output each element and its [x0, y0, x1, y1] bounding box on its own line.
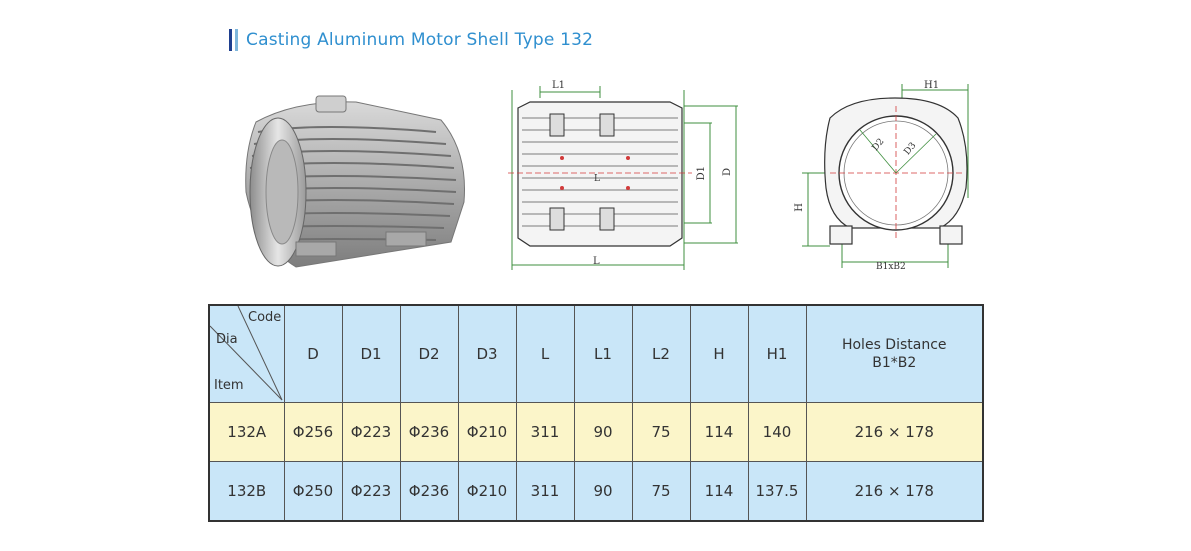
cell-l2: 75 — [631, 461, 691, 522]
dim-label-d: D — [722, 168, 733, 177]
header-l2: L2 — [631, 304, 691, 403]
dim-label-l: L — [593, 256, 600, 267]
row-item-cell: 132A — [208, 402, 285, 462]
header-d3: D3 — [457, 304, 517, 403]
header-holes-distance: Holes Distance B1*B2 — [805, 304, 984, 403]
cell-holes: 216 × 178 — [805, 461, 984, 522]
dim-label-b1xb2: B1xB2 — [876, 262, 906, 272]
side-view-drawing: L1 L D1 D L — [500, 78, 750, 278]
corner-label-dia: Dia — [216, 332, 238, 347]
cell-l: 311 — [515, 461, 575, 522]
cell-l1: 90 — [573, 402, 633, 462]
cell-h: 114 — [689, 402, 749, 462]
header-d1: D1 — [341, 304, 401, 403]
end-view-drawing: H1 D2 D3 H B1xB2 — [790, 78, 980, 278]
cell-d: Φ256 — [283, 402, 343, 462]
page-title: Casting Aluminum Motor Shell Type 132 — [246, 30, 594, 50]
cell-h1: 137.5 — [747, 461, 807, 522]
dim-label-l-center: L — [594, 174, 600, 184]
cell-l: 311 — [515, 402, 575, 462]
cell-d3: Φ210 — [457, 402, 517, 462]
cell-h1: 140 — [747, 402, 807, 462]
dim-label-d1: D1 — [696, 166, 707, 181]
cell-h: 114 — [689, 461, 749, 522]
corner-label-item: Item — [214, 378, 244, 393]
header-holes-line2: B1*B2 — [872, 355, 917, 371]
cell-l2: 75 — [631, 402, 691, 462]
table-header-row: Code Dia Item D D1 D2 D3 L L1 L2 H H1 Ho… — [208, 304, 984, 403]
table-row: 132A Φ256 Φ223 Φ236 Φ210 311 90 75 114 1… — [208, 402, 984, 462]
corner-header-cell: Code Dia Item — [208, 304, 285, 403]
cell-d2: Φ236 — [399, 402, 459, 462]
dim-label-h1: H1 — [924, 80, 940, 91]
header-h: H — [689, 304, 749, 403]
corner-label-code: Code — [248, 310, 282, 325]
title-accent-bar — [229, 29, 232, 51]
cell-d3: Φ210 — [457, 461, 517, 522]
dim-label-l1: L1 — [552, 80, 566, 91]
motor-shell-photo — [236, 92, 472, 274]
header-d2: D2 — [399, 304, 459, 403]
header-h1: H1 — [747, 304, 807, 403]
header-l1: L1 — [573, 304, 633, 403]
table-row: 132B Φ250 Φ223 Φ236 Φ210 311 90 75 114 1… — [208, 461, 984, 522]
dim-label-h: H — [794, 203, 805, 212]
cell-d2: Φ236 — [399, 461, 459, 522]
header-holes-line1: Holes Distance — [841, 337, 947, 353]
page-title-block: Casting Aluminum Motor Shell Type 132 — [229, 28, 593, 52]
header-d: D — [283, 304, 343, 403]
header-l: L — [515, 304, 575, 403]
title-accent-bar-light — [235, 29, 238, 51]
cell-d1: Φ223 — [341, 461, 401, 522]
cell-holes: 216 × 178 — [805, 402, 984, 462]
corner-diagonal-lines — [210, 306, 283, 401]
spec-table: Code Dia Item D D1 D2 D3 L L1 L2 H H1 Ho… — [208, 304, 984, 522]
cell-d1: Φ223 — [341, 402, 401, 462]
row-item-cell: 132B — [208, 461, 285, 522]
cell-d: Φ250 — [283, 461, 343, 522]
cell-l1: 90 — [573, 461, 633, 522]
